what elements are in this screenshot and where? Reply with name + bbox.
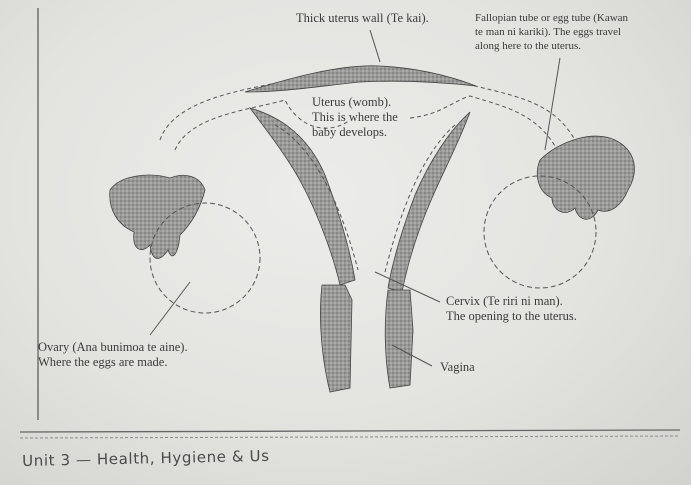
vagina-wall-right (385, 290, 413, 388)
label-fallopian-tube: Fallopian tube or egg tube (Kawan te man… (475, 11, 628, 53)
label-uterus: Uterus (womb). This is where the baby de… (312, 95, 398, 140)
label-uterus-line-3: baby develops. (312, 125, 398, 140)
label-fallopian-line-2: te man ni kariki). The eggs travel (475, 25, 628, 39)
label-uterus-line-1: Uterus (womb). (312, 95, 398, 110)
label-uterus-line-2: This is where the (312, 110, 398, 125)
frame-bottom-line-2 (20, 436, 680, 438)
label-ovary: Ovary (Ana bunimoa te aine). Where the e… (38, 340, 188, 370)
label-cervix-line-1: Cervix (Te riri ni man). (446, 294, 577, 309)
leader-uterus-wall (370, 30, 380, 62)
label-cervix-line-2: The opening to the uterus. (446, 309, 577, 324)
label-cervix: Cervix (Te riri ni man). The opening to … (446, 294, 577, 324)
label-fallopian-line-1: Fallopian tube or egg tube (Kawan (475, 11, 628, 25)
uterus-wall-right (388, 112, 470, 292)
uterus-wall-top (245, 66, 476, 92)
leader-fallopian (545, 58, 560, 150)
vagina-wall-left (320, 285, 352, 392)
label-ovary-line-2: Where the eggs are made. (38, 355, 188, 370)
label-uterus-wall: Thick uterus wall (Te kai). (296, 11, 429, 26)
label-vagina: Vagina (440, 360, 475, 375)
label-ovary-line-1: Ovary (Ana bunimoa te aine). (38, 340, 188, 355)
label-fallopian-line-3: along here to the uterus. (475, 39, 628, 53)
left-ovary-fimbriae (110, 175, 205, 258)
frame-bottom-line (20, 430, 680, 432)
